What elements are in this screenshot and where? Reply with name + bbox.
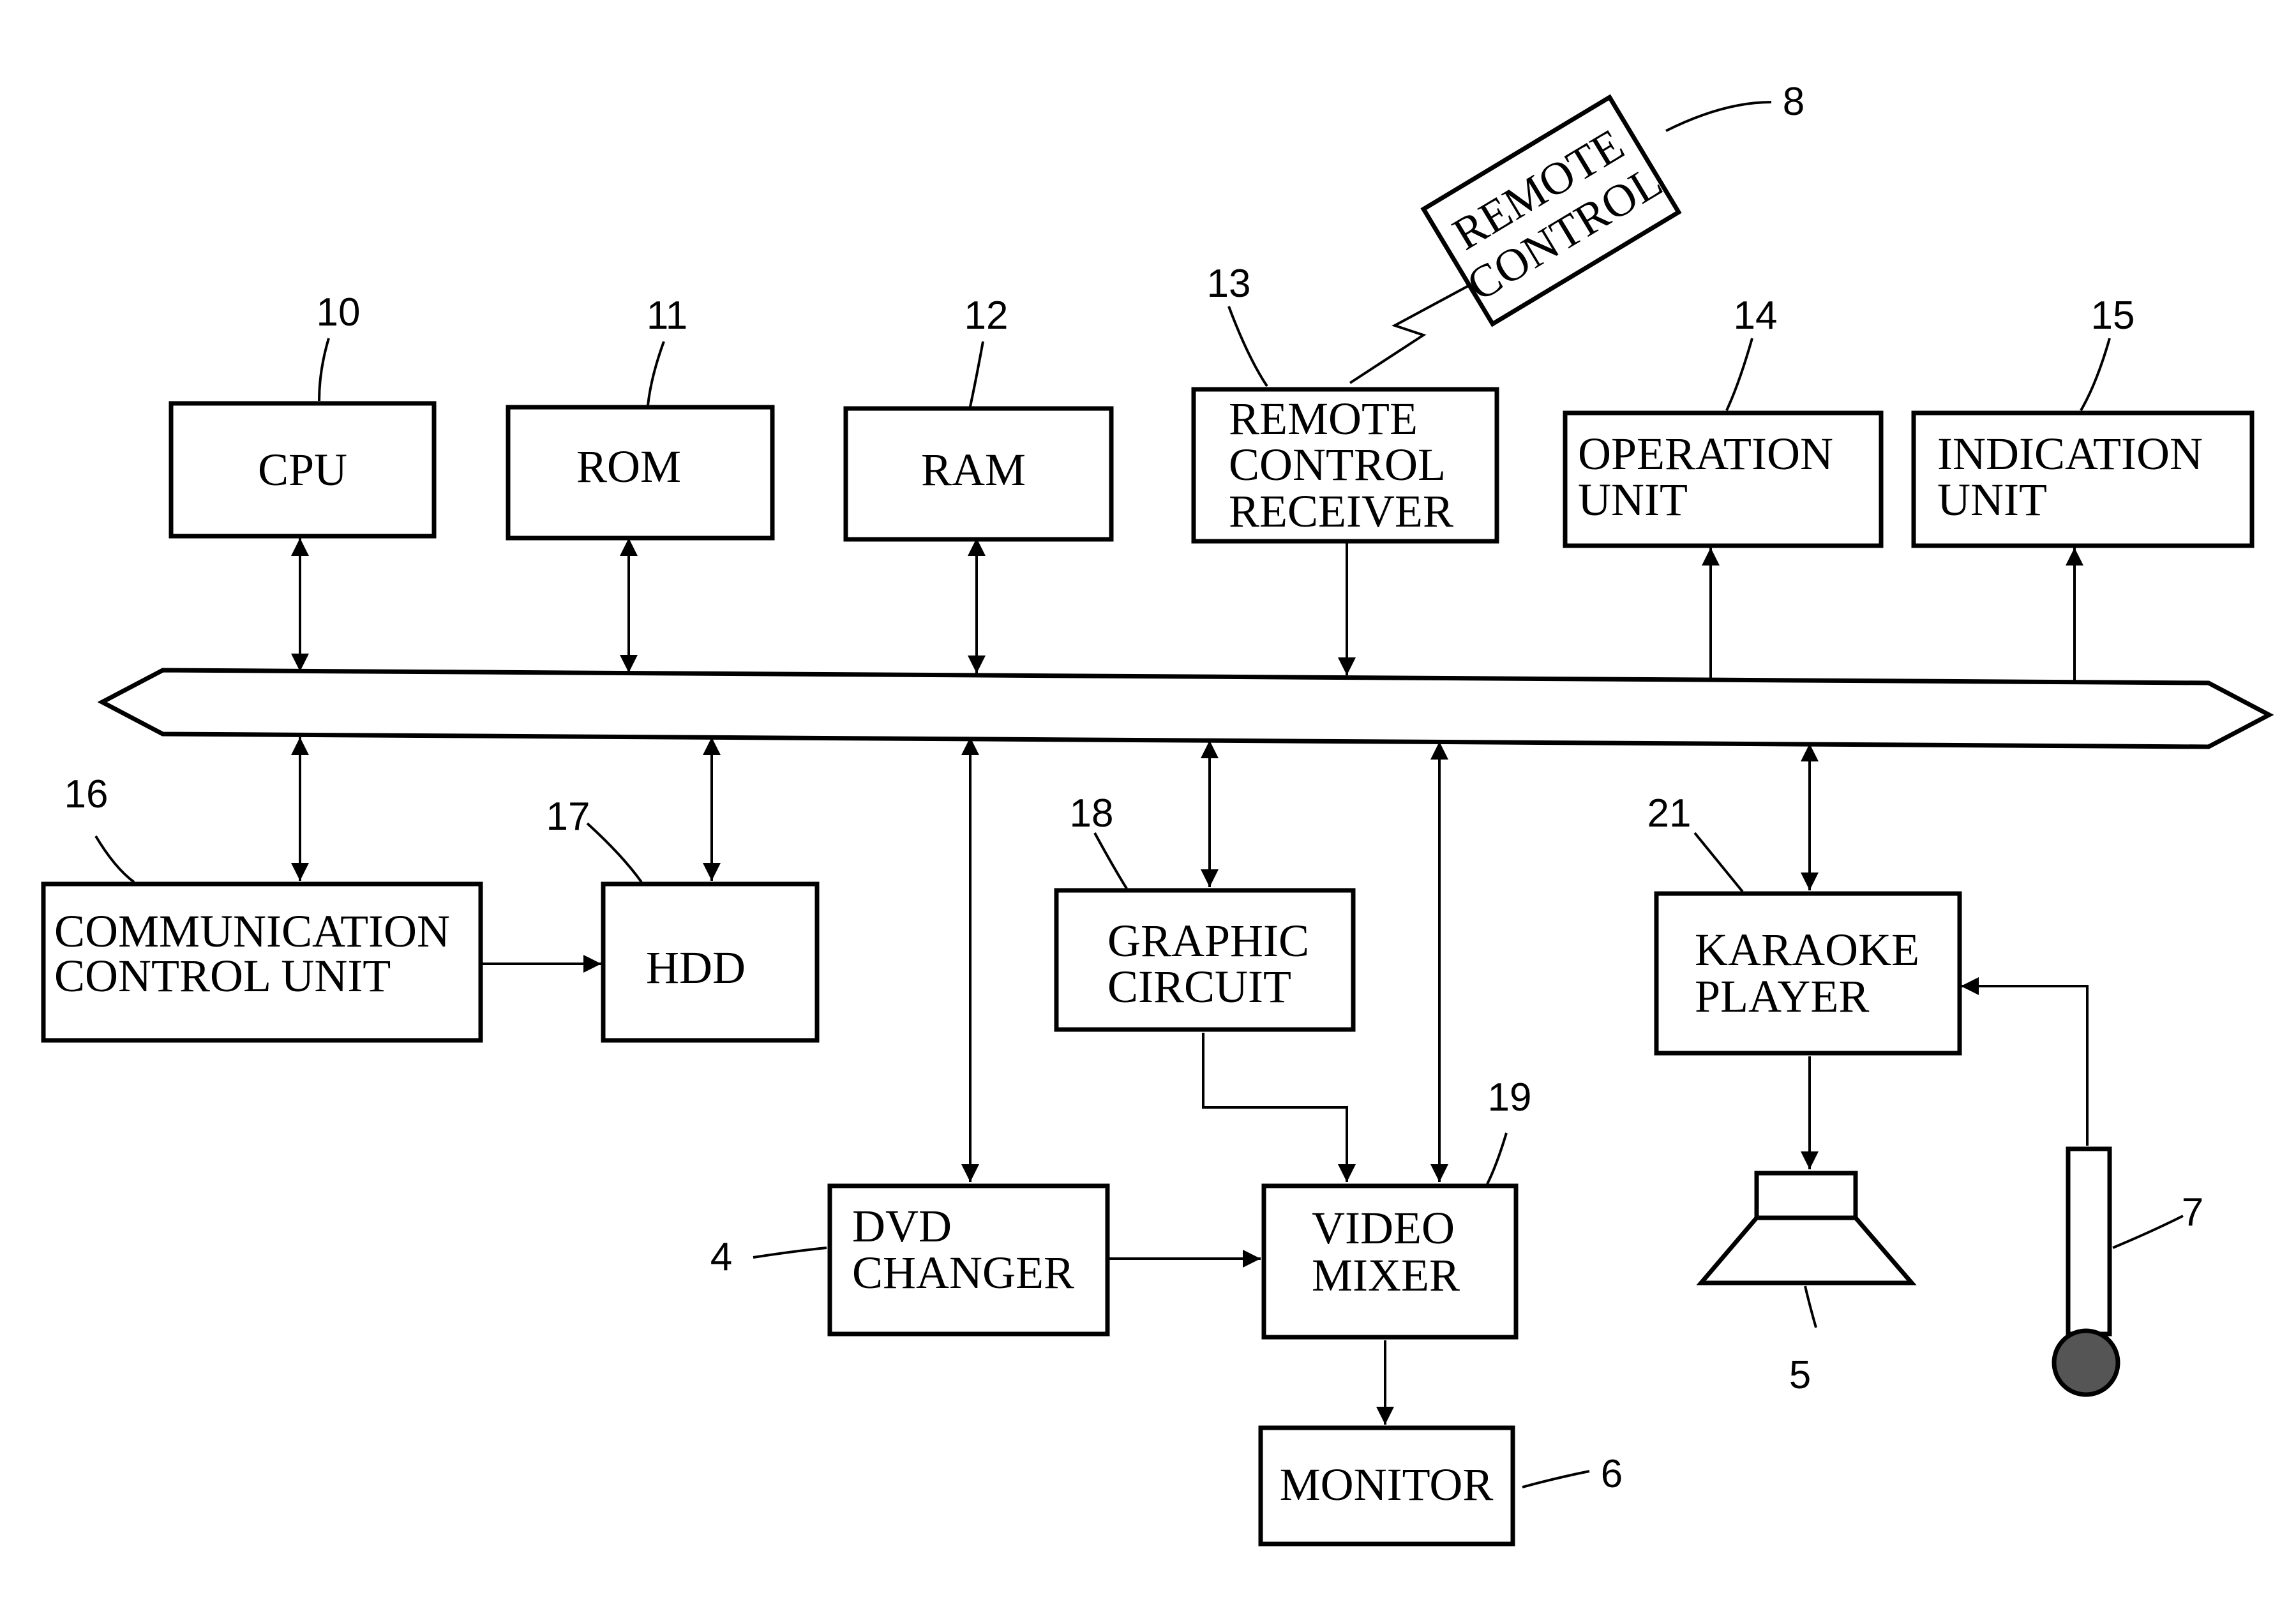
remote-control-receiver-label-line1: REMOTE [1229,393,1418,444]
leader-16 [96,836,134,882]
system-bus [102,670,2269,747]
karaoke-player-label-line2: PLAYER [1695,971,1869,1022]
speaker-icon [1701,1173,1912,1283]
ram-label: RAM [921,444,1026,495]
leader-15 [2081,338,2110,410]
operation-unit-label-line1: OPERATION [1578,428,1833,479]
ref-number-18: 18 [1070,791,1114,835]
ref-number-4: 4 [710,1235,732,1279]
monitor-label: MONITOR [1280,1459,1494,1510]
ref-number-14: 14 [1734,294,1778,338]
ref-number-13: 13 [1207,262,1251,306]
leader-6 [1522,1471,1589,1487]
communication-control-unit-label-line2: CONTROL UNIT [54,950,391,1001]
ref-number-7: 7 [2182,1190,2203,1234]
hdd-label: HDD [646,942,746,993]
graphic-circuit-label-line1: GRAPHIC [1107,915,1309,966]
mic-to-karaoke-arrow [1961,986,2087,1146]
ref-number-15: 15 [2091,294,2135,338]
graphic-to-mixer-arrow [1203,1033,1347,1182]
remote-control-receiver-label-line2: CONTROL [1229,439,1446,490]
graphic-circuit-label-line2: CIRCUIT [1107,961,1291,1012]
ref-number-5: 5 [1789,1353,1811,1397]
leader-4 [753,1248,827,1257]
dvd-changer-label-line1: DVD [852,1201,952,1252]
dvd-changer-label-line2: CHANGER [852,1247,1074,1298]
video-mixer-label-line2: MIXER [1312,1250,1460,1301]
operation-unit-label-line2: UNIT [1578,474,1688,525]
ref-number-12: 12 [964,294,1009,338]
leader-21 [1695,833,1743,892]
indication-unit-label-line2: UNIT [1937,474,2047,525]
leader-17 [587,823,642,882]
rom-label: ROM [576,441,681,492]
leader-11 [648,341,664,405]
indication-unit-label-line1: INDICATION [1937,428,2203,479]
leader-7 [2113,1216,2183,1248]
leader-13 [1229,306,1267,386]
ref-number-6: 6 [1601,1452,1623,1496]
ref-number-21: 21 [1647,791,1692,835]
remote-control-receiver-label-line3: RECEIVER [1229,486,1453,537]
video-mixer-label-line1: VIDEO [1312,1202,1455,1254]
leader-14 [1727,338,1752,410]
leader-5 [1805,1286,1816,1328]
wireless-link [1350,281,1478,383]
leader-10 [319,338,329,401]
ref-number-8: 8 [1783,80,1805,124]
ref-number-17: 17 [546,795,590,839]
leader-18 [1095,833,1127,888]
cpu-label: CPU [258,444,347,495]
leader-8 [1666,102,1771,131]
ref-number-16: 16 [64,772,109,816]
ref-number-19: 19 [1488,1075,1532,1120]
leader-19 [1487,1133,1506,1184]
ref-number-11: 11 [647,294,687,338]
ref-number-10: 10 [317,290,361,334]
microphone-icon [2054,1149,2118,1395]
karaoke-player-label-line1: KARAOKE [1695,924,1919,975]
leader-12 [970,341,983,407]
communication-control-unit-label-line1: COMMUNICATION [54,906,450,957]
